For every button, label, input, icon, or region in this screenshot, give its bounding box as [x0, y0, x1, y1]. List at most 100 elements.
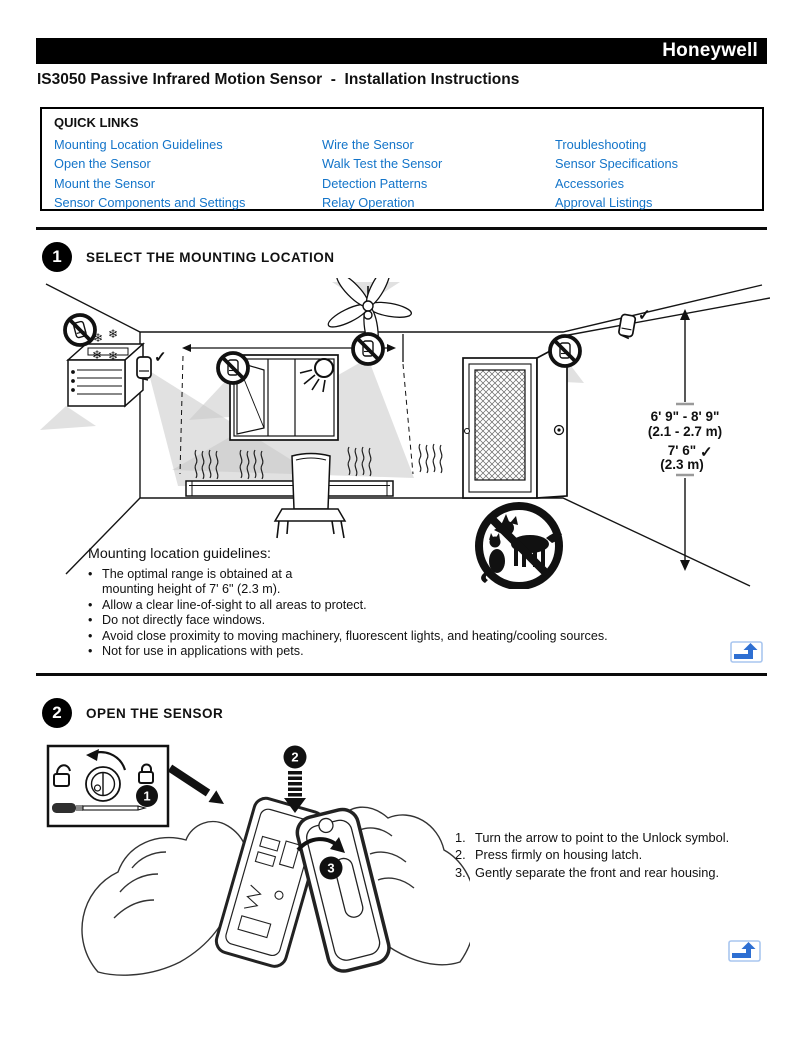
section-1-title: SELECT THE MOUNTING LOCATION: [86, 250, 335, 265]
optimal-height-label: 7' 6": [668, 443, 696, 458]
quick-links-column-1: Mounting Location Guidelines Open the Se…: [54, 135, 245, 212]
no-sensor-above-door: [548, 334, 582, 368]
step-2-badge: 2: [42, 698, 72, 728]
link-mounting-location-guidelines[interactable]: Mounting Location Guidelines: [54, 137, 223, 152]
open-sensor-steps: 1. Turn the arrow to point to the Unlock…: [455, 829, 729, 881]
no-sensor-above-ac: [63, 313, 97, 347]
no-sensor-near-fan: [351, 332, 385, 366]
callout-2-label: 2: [291, 750, 298, 765]
mounting-guidelines: Mounting location guidelines: • The opti…: [88, 546, 738, 659]
step-number: 2.: [455, 847, 466, 863]
link-approval-listings[interactable]: Approval Listings: [555, 194, 653, 210]
section-divider-2: [36, 673, 767, 676]
screwdriver-icon: [52, 803, 148, 813]
step-number: 1.: [455, 830, 466, 845]
step-1-badge: 1: [42, 242, 72, 272]
door: [462, 340, 568, 499]
rotate-arrow-icon: [86, 749, 127, 771]
svg-text:❄: ❄: [108, 327, 118, 341]
guideline-text: Allow a clear line-of-sight to all areas…: [102, 597, 367, 612]
callout-3-badge: [319, 856, 343, 880]
height-range-label: 6' 9" - 8' 9": [651, 409, 720, 424]
svg-text:❄: ❄: [93, 331, 103, 345]
link-accessories[interactable]: Accessories: [555, 175, 624, 191]
inset-pointer-arrow: [167, 764, 224, 804]
chair: [273, 452, 347, 539]
open-sensor-diagram: 1 2 3: [46, 744, 470, 976]
bullet-icon: •: [88, 613, 93, 628]
unlock-icon: [53, 764, 71, 787]
no-sensor-facing-window: [216, 351, 250, 385]
checkmark-icon: ✓: [700, 444, 713, 461]
guideline-item: • Not for use in applications with pets.: [88, 644, 738, 659]
page-title: IS3050 Passive Infrared Motion Sensor - …: [37, 71, 520, 88]
snowflake-icons: ❄ ❄ ❄ ❄: [92, 327, 118, 363]
link-sensor-specifications[interactable]: Sensor Specifications: [555, 156, 679, 172]
sensor-good-right: ✓: [617, 307, 651, 340]
separate-housing-callout: 3: [296, 837, 345, 880]
link-troubleshooting[interactable]: Troubleshooting: [555, 137, 647, 152]
no-pets-icon: [475, 502, 563, 589]
press-latch-callout: 2: [283, 745, 307, 813]
bullet-icon: •: [88, 597, 93, 612]
air-conditioner: [66, 342, 145, 408]
guideline-text: Do not directly face windows.: [102, 613, 266, 628]
mounting-height-dimension: 6' 9" - 8' 9" (2.1 - 2.7 m) 7' 6" (2.3 m…: [648, 309, 722, 571]
press-down-arrow-icon: [284, 771, 306, 813]
link-wire-the-sensor[interactable]: Wire the Sensor: [322, 137, 414, 152]
back-to-top-arrow-icon: [732, 942, 756, 958]
step-item: 3. Gently separate the front and rear ho…: [455, 864, 729, 881]
svg-text:❄: ❄: [92, 348, 102, 362]
guideline-item: • Allow a clear line-of-sight to all are…: [88, 598, 738, 613]
link-walk-test[interactable]: Walk Test the Sensor: [322, 156, 443, 172]
room-outline: [45, 283, 770, 587]
link-relay-operation[interactable]: Relay Operation: [322, 194, 415, 210]
dial-icon: [85, 766, 121, 802]
step-item: 1. Turn the arrow to point to the Unlock…: [455, 829, 729, 846]
step-number: 3.: [455, 864, 466, 880]
honeywell-logo: Honeywell: [662, 40, 758, 61]
bullet-icon: •: [88, 567, 93, 581]
header-bar: Honeywell: [36, 38, 767, 64]
callout-1-badge: [136, 785, 158, 807]
quick-links-panel: QUICK LINKS Mounting Location Guidelines…: [40, 107, 764, 211]
guideline-item: • The optimal range is obtained at a mou…: [88, 567, 738, 598]
back-to-top-button[interactable]: [730, 641, 763, 663]
callout-2-badge: [283, 745, 307, 769]
link-sensor-components[interactable]: Sensor Components and Settings: [54, 194, 246, 210]
separate-arrow-icon: [330, 837, 345, 853]
guideline-item: • Do not directly face windows.: [88, 613, 738, 628]
callout-1-label: 1: [143, 789, 150, 804]
guideline-text: Avoid close proximity to moving machiner…: [102, 628, 608, 643]
guideline-text: The optimal range is obtained at a mount…: [102, 567, 293, 597]
svg-text:❄: ❄: [108, 349, 118, 363]
back-to-top-arrow-icon: [734, 643, 758, 659]
guideline-item: • Avoid close proximity to moving machin…: [88, 629, 738, 644]
back-to-top-button[interactable]: [728, 940, 761, 962]
quick-links-heading: QUICK LINKS: [54, 115, 139, 130]
unlock-dial-inset: 1: [46, 744, 170, 828]
guideline-text: Not for use in applications with pets.: [102, 644, 304, 659]
baseboard-heater: [185, 480, 394, 497]
mounting-location-diagram: ❄ ❄ ❄ ❄ 6' 9" - 8' 9" (2.1 - 2.7 m) 7' 6…: [40, 278, 770, 589]
step-text: Press firmly on housing latch.: [475, 847, 643, 863]
checkmark-icon: ✓: [638, 307, 651, 324]
quick-links-column-3: Troubleshooting Sensor Specifications Ac…: [555, 135, 678, 212]
checkmark-icon: ✓: [154, 349, 167, 366]
sensor-good-left: ✓: [136, 349, 167, 381]
link-open-the-sensor[interactable]: Open the Sensor: [54, 156, 151, 172]
callout-3-label: 3: [327, 861, 334, 876]
step-text: Turn the arrow to point to the Unlock sy…: [475, 830, 730, 845]
section-2-title: OPEN THE SENSOR: [86, 706, 224, 721]
sensor-front-housing: [295, 807, 391, 973]
lock-icon: [138, 763, 154, 784]
quick-links-column-2: Wire the Sensor Walk Test the Sensor Det…: [322, 135, 442, 212]
bullet-icon: •: [88, 644, 93, 659]
link-mount-the-sensor[interactable]: Mount the Sensor: [54, 175, 156, 191]
sun-icon: [299, 358, 334, 393]
bullet-icon: •: [88, 628, 93, 643]
link-detection-patterns[interactable]: Detection Patterns: [322, 175, 428, 191]
section-divider-1: [36, 227, 767, 230]
height-range-metric-label: (2.1 - 2.7 m): [648, 424, 722, 439]
optimal-height-metric-label: (2.3 m): [660, 457, 704, 472]
